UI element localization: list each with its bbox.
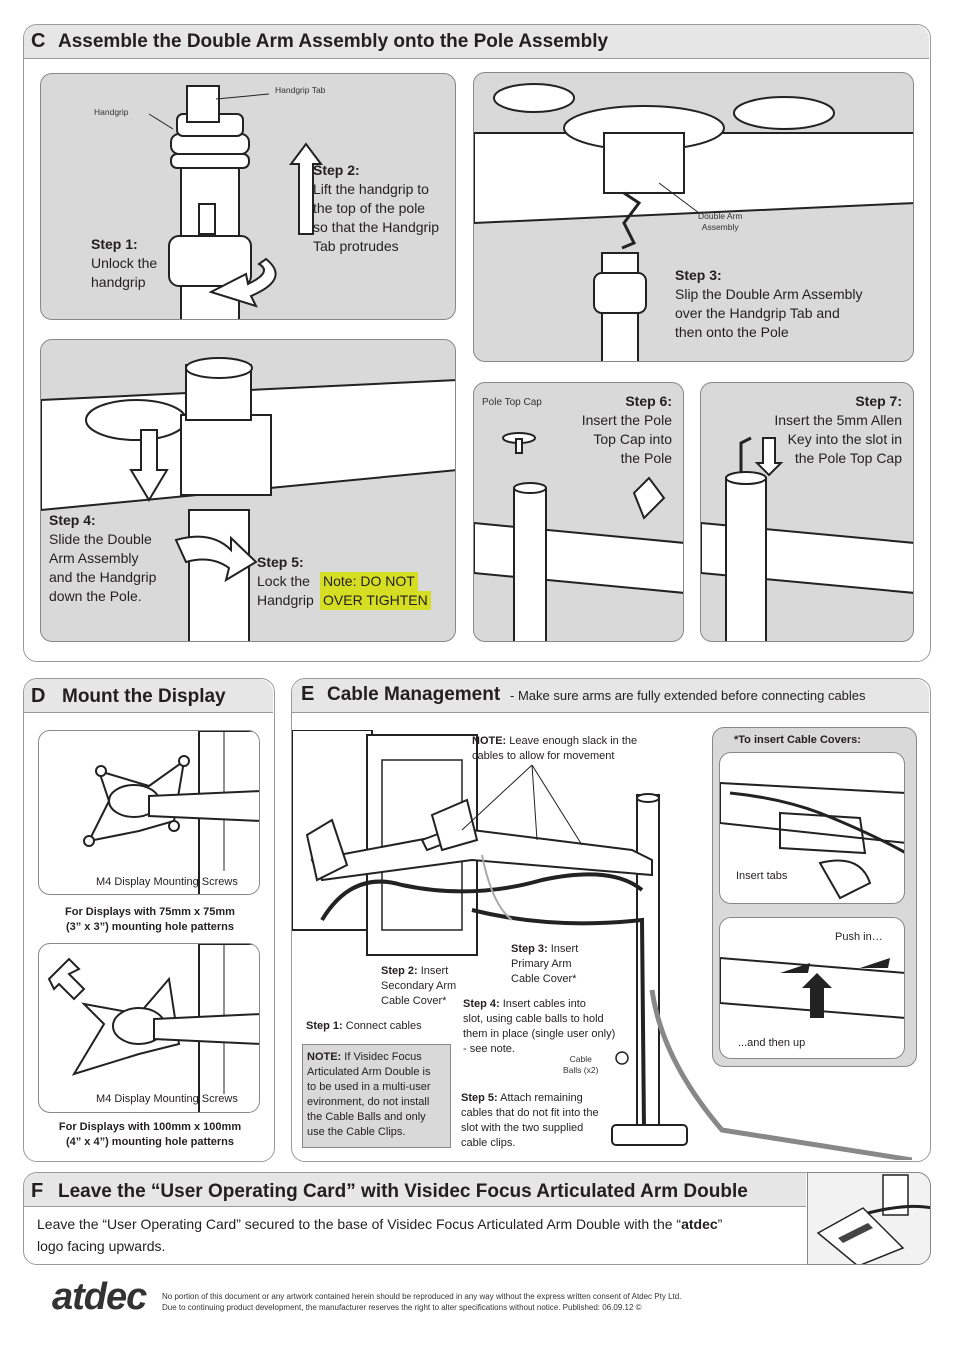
section-f-letter: F (31, 1180, 44, 1202)
insert-tabs-image (719, 752, 905, 904)
push-in-label: Push in… (835, 931, 883, 943)
note-slack: NOTE: Leave enough slack in the cables t… (472, 735, 638, 762)
section-c-letter: C (31, 30, 46, 52)
panel-steps-1-2 (40, 73, 456, 320)
cable-management-illustration (292, 730, 912, 1160)
user-card-illustration (808, 1173, 930, 1264)
screws-label-100: M4 Display Mounting Screws (96, 1093, 238, 1105)
multi-user-note-box (302, 1044, 451, 1148)
section-d-header (24, 679, 273, 713)
cable-balls-label: Cable Balls (x2) (563, 1054, 599, 1075)
cable-step1: Step 1: Connect cables (306, 1020, 422, 1032)
section-d-letter: D (31, 685, 46, 707)
step5-text: Step 5: Lock the Handgrip (257, 554, 314, 608)
section-f-title: Leave the “User Operating Card” with Vis… (58, 1181, 748, 1202)
section-e-header (292, 679, 929, 713)
over-tighten-note-2: OVER TIGHTEN (320, 591, 431, 610)
label-pole-top-cap: Pole Top Cap (482, 397, 542, 408)
cable-step2: Step 2: Insert Secondary Arm Cable Cover… (381, 965, 457, 1007)
label-handgrip: Handgrip (94, 107, 129, 117)
cable-step4: Step 4: Insert cables into slot, using c… (463, 998, 616, 1055)
slide-arm-illustration (41, 357, 455, 641)
section-f (23, 1172, 931, 1265)
section-e-subtitle: - Make sure arms are fully extended befo… (510, 688, 866, 703)
insert-tabs-illustration (720, 781, 904, 900)
mount-75-illustration (83, 731, 259, 894)
cable-step3: Step 3: Insert Primary Arm Cable Cover* (511, 943, 579, 985)
section-c-title: Assemble the Double Arm Assembly onto th… (58, 31, 609, 52)
step6-text: Step 6: Insert the Pole Top Cap into the… (581, 393, 672, 466)
atdec-logo: atdec (52, 1276, 147, 1318)
section-f-header (24, 1173, 806, 1207)
allen-key-illustration (701, 436, 913, 641)
screws-label-75: M4 Display Mounting Screws (96, 876, 238, 888)
and-then-up-label: ...and then up (738, 1037, 806, 1049)
step4-text: Step 4: Slide the Double Arm Assembly an… (49, 512, 157, 604)
push-in-image (719, 917, 905, 1059)
section-d-title: Mount the Display (62, 686, 226, 707)
panel-mount-100 (38, 943, 260, 1113)
label-double-arm-assembly: Double Arm Assembly (698, 211, 743, 232)
mount-100-illustration (47, 944, 259, 1112)
step7-text: Step 7: Insert the 5mm Allen Key into th… (774, 393, 902, 466)
panel-step-6 (473, 382, 684, 642)
pole-top-cap-illustration (474, 432, 683, 641)
caption-75: For Displays with 75mm x 75mm (3” x 3”) … (65, 906, 235, 933)
over-tighten-note-1: Note: DO NOT (320, 572, 418, 591)
section-c-header (24, 25, 929, 59)
step3-text: Step 3: Slip the Double Arm Assembly ove… (675, 267, 863, 340)
step1-text: Step 1: Unlock the handgrip (91, 236, 158, 290)
caption-100: For Displays with 100mm x 100mm (4” x 4”… (58, 1121, 242, 1148)
handgrip-illustration (148, 85, 323, 319)
insert-covers-title: *To insert Cable Covers: (734, 734, 861, 746)
user-card-photo (807, 1172, 931, 1265)
label-handgrip-tab: Handgrip Tab (275, 85, 326, 95)
section-e-letter: E (301, 683, 315, 705)
panel-mount-75 (38, 730, 260, 895)
push-in-illustration (720, 956, 904, 1019)
insert-tabs-label: Insert tabs (736, 870, 788, 882)
footer-copyright-line1: No portion of this document or any artwo… (162, 1292, 682, 1301)
step2-text: Step 2: Lift the handgrip to the top of … (313, 162, 440, 254)
cable-step5: Step 5: Attach remaining cables that do … (461, 1092, 599, 1149)
multi-user-note-text: NOTE: If Visidec Focus Articulated Arm D… (307, 1051, 431, 1138)
section-e-title: Cable Management (327, 684, 501, 705)
double-arm-illustration (474, 83, 913, 361)
section-f-body: Leave the “User Operating Card” secured … (37, 1216, 723, 1254)
footer-copyright-line2: Due to continuing product development, t… (162, 1303, 642, 1312)
panel-step-7 (700, 382, 914, 642)
panel-step-3 (473, 72, 914, 362)
